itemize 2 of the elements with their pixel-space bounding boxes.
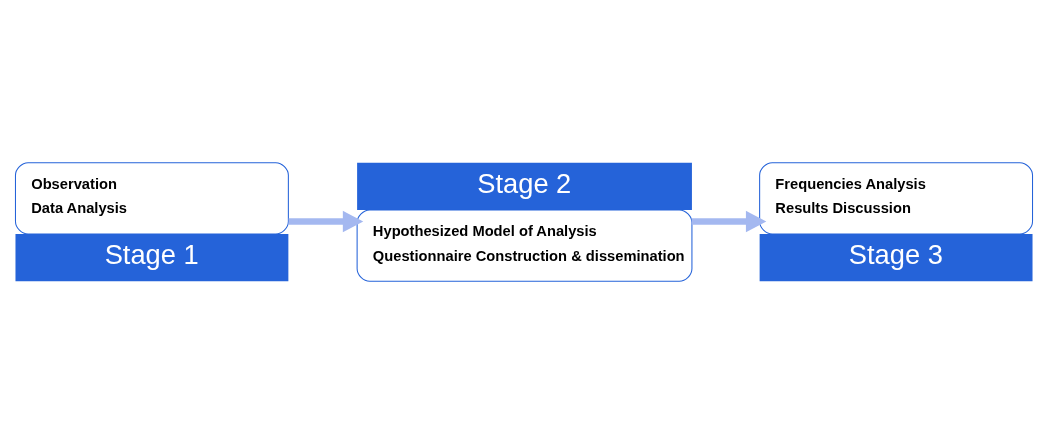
arrow <box>288 210 364 232</box>
arrow <box>691 210 767 232</box>
